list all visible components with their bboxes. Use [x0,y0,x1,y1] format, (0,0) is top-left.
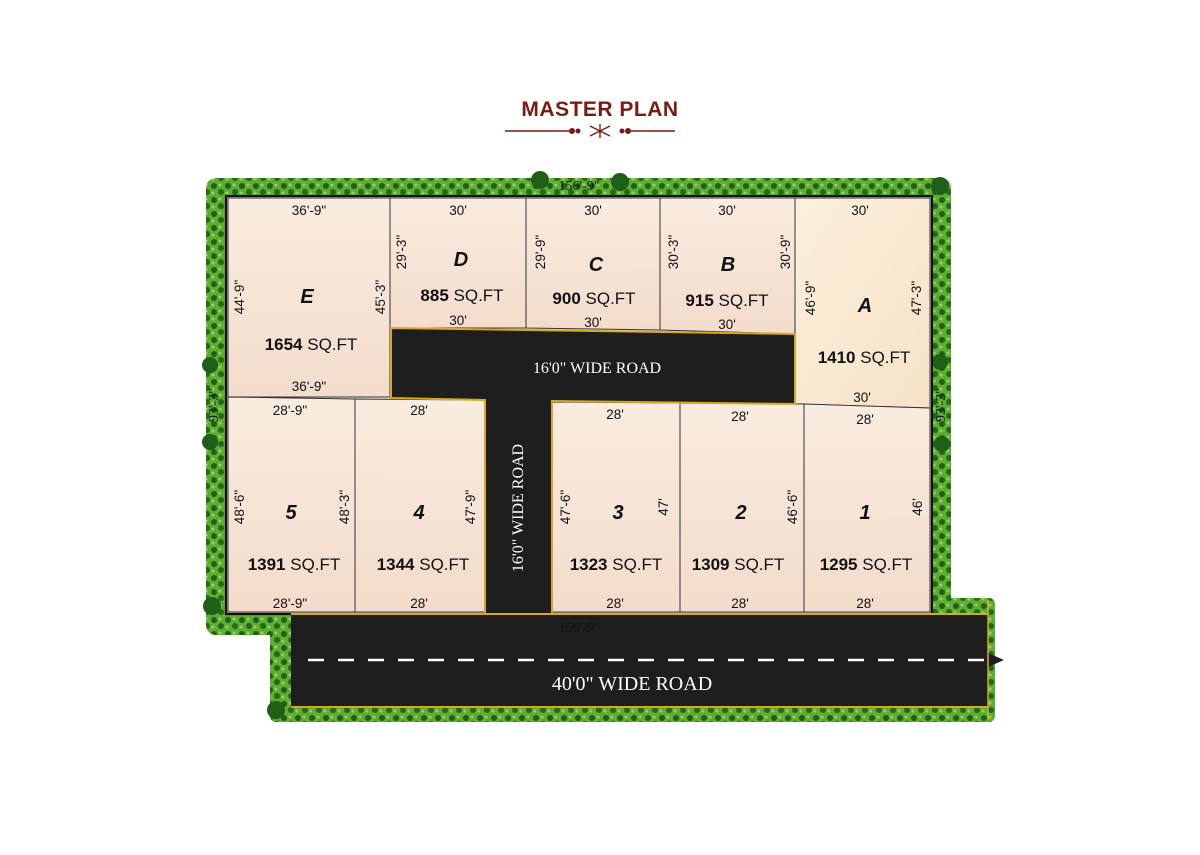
plot-4-id: 4 [412,502,424,524]
plot-b-right-dim: 30'-9" [778,235,793,270]
plot-5-bottom-dim: 28'-9" [273,596,308,611]
plot-e-right-dim: 45'-3" [373,280,388,315]
plot-d-bottom-dim: 30' [449,313,467,328]
plot-a-right-dim: 47'-3" [909,281,924,316]
plot-b-bottom-dim: 30' [718,317,736,332]
main-road [291,600,1004,720]
plot-c-bottom-dim: 30' [584,315,602,330]
plot-e-left-dim: 44'-9" [232,280,247,315]
plot-e-area: 1654 SQ.FT [265,335,358,354]
plot-4-top-dim: 28' [410,403,428,418]
plot-1-area: 1295 SQ.FT [820,555,913,574]
plot-3-area: 1323 SQ.FT [570,555,663,574]
plot-d-id: D [454,249,468,271]
plot-e-top-dim: 36'-9" [292,203,327,218]
plot-a-id: A [857,295,872,317]
plot-a-bottom-dim: 30' [853,390,871,405]
plot-c-top-dim: 30' [584,203,602,218]
plot-5-right-dim: 48'-3" [337,490,352,525]
plot-2-area: 1309 SQ.FT [692,555,785,574]
plot-d-top-dim: 30' [449,203,467,218]
plot-e-bottom-dim: 36'-9" [292,379,327,394]
plot-a-top-dim: 30' [851,203,869,218]
plot-5-id: 5 [285,502,297,524]
plot-3-right-dim: 47' [656,498,671,516]
overall-left-depth: 93'-3" [207,388,222,422]
plot-c-left-dim: 29'-9" [533,235,548,270]
plot-c-id: C [589,254,604,276]
plot-2-bottom-dim: 28' [731,596,749,611]
plot-5-top-dim: 28'-9" [273,403,308,418]
plot-1-bottom-dim: 28' [856,596,874,611]
plot-5-left-dim: 48'-6" [232,490,247,525]
plot-a-left-dim: 46'-9" [803,281,818,316]
plot-e-id: E [300,286,314,308]
plot-d-left-dim: 29'-3" [394,235,409,270]
plot-3-top-dim: 28' [606,407,624,422]
title-ornament [505,124,675,138]
overall-bottom-width: 156'-9" [559,621,600,636]
plot-5-area: 1391 SQ.FT [248,555,341,574]
plot-1-id: 1 [859,502,870,524]
plot-2-top-dim: 28' [731,409,749,424]
plot-b-left-dim: 30'-3" [666,235,681,270]
inner-horizontal-road-label: 16'0" WIDE ROAD [533,360,661,377]
plot-3-id: 3 [612,502,623,524]
plot-1-right-dim: 46' [910,498,925,516]
plot-2-right-dim: 46'-6" [785,490,800,525]
plot-c-area: 900 SQ.FT [552,289,635,308]
plot-d-area: 885 SQ.FT [420,286,503,305]
plot-3-left-dim: 47'-6" [558,490,573,525]
plot-4-bottom-dim: 28' [410,596,428,611]
overall-top-width: 156'-9" [559,179,600,194]
plot-4-area: 1344 SQ.FT [377,555,470,574]
plot-b-top-dim: 30' [718,203,736,218]
plot-4-right-dim: 47'-9" [463,490,478,525]
inner-vertical-road-label: 16'0" WIDE ROAD [510,444,527,572]
plot-1[interactable] [803,403,931,613]
plot-1-top-dim: 28' [856,412,874,427]
plot-a-area: 1410 SQ.FT [818,348,911,367]
overall-right-depth: 93'-3" [934,388,949,422]
page-title: MASTER PLAN [521,98,679,121]
main-road-label: 40'0" WIDE ROAD [552,673,712,695]
plot-b-area: 915 SQ.FT [685,291,768,310]
plot-3-bottom-dim: 28' [606,596,624,611]
plot-2-id: 2 [734,502,746,524]
plot-b-id: B [721,254,735,276]
